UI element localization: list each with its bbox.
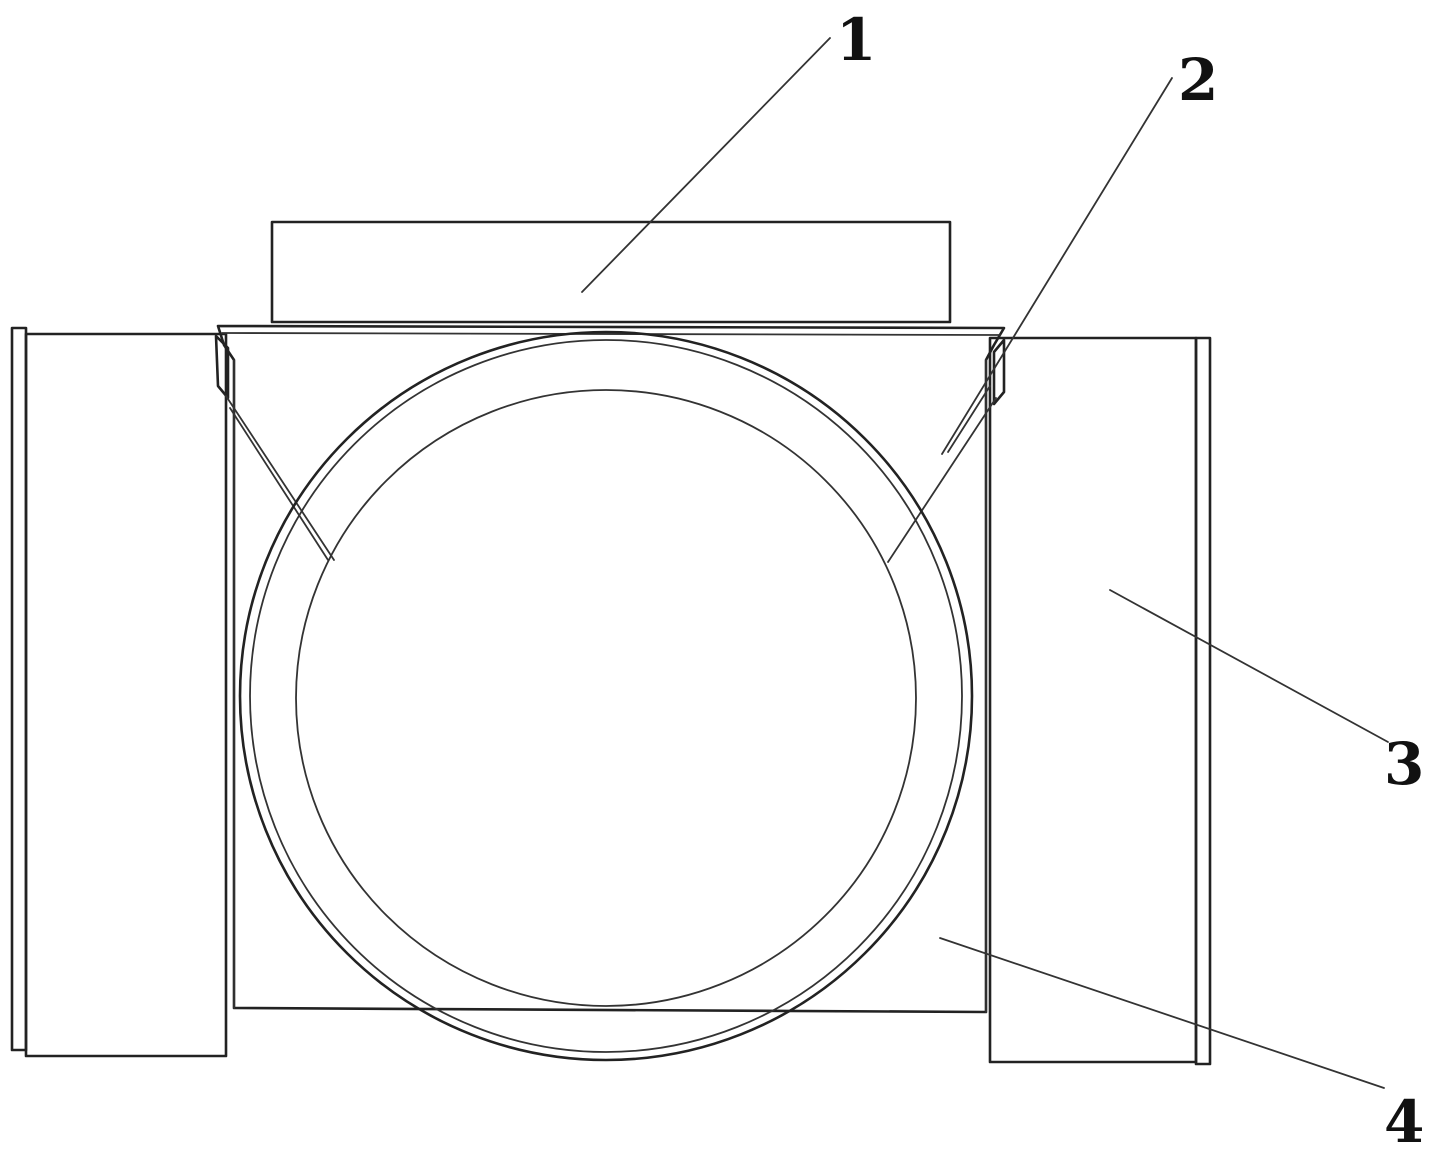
callout-label-4: 4 [1384, 1088, 1424, 1155]
outer-ring-inner [249, 339, 963, 1053]
right-pipe-stub [988, 336, 1198, 1064]
left-flange-rim [10, 326, 28, 1052]
left-diagonal-rib [225, 395, 335, 561]
leader-line-2 [941, 77, 1173, 455]
right-diagonal-rib-inner [947, 385, 991, 453]
central-body [216, 324, 1006, 1014]
left-diagonal-rib-inner [229, 407, 329, 561]
callout-label-3: 3 [1384, 730, 1424, 798]
right-rib-tab [992, 338, 1006, 406]
callout-label-2: 2 [1178, 46, 1218, 114]
outer-ring-outer [238, 330, 974, 1062]
inner-bore [295, 389, 917, 1007]
right-diagonal-rib [887, 397, 997, 563]
right-flange-rim [1194, 336, 1212, 1066]
callout-label-1: 1 [836, 6, 876, 74]
left-pipe-stub [24, 332, 228, 1058]
top-block [270, 220, 952, 324]
body-top-rim [221, 332, 1001, 336]
leader-line-3 [1109, 589, 1389, 743]
leader-line-1 [581, 37, 831, 293]
leader-line-4 [939, 937, 1385, 1089]
